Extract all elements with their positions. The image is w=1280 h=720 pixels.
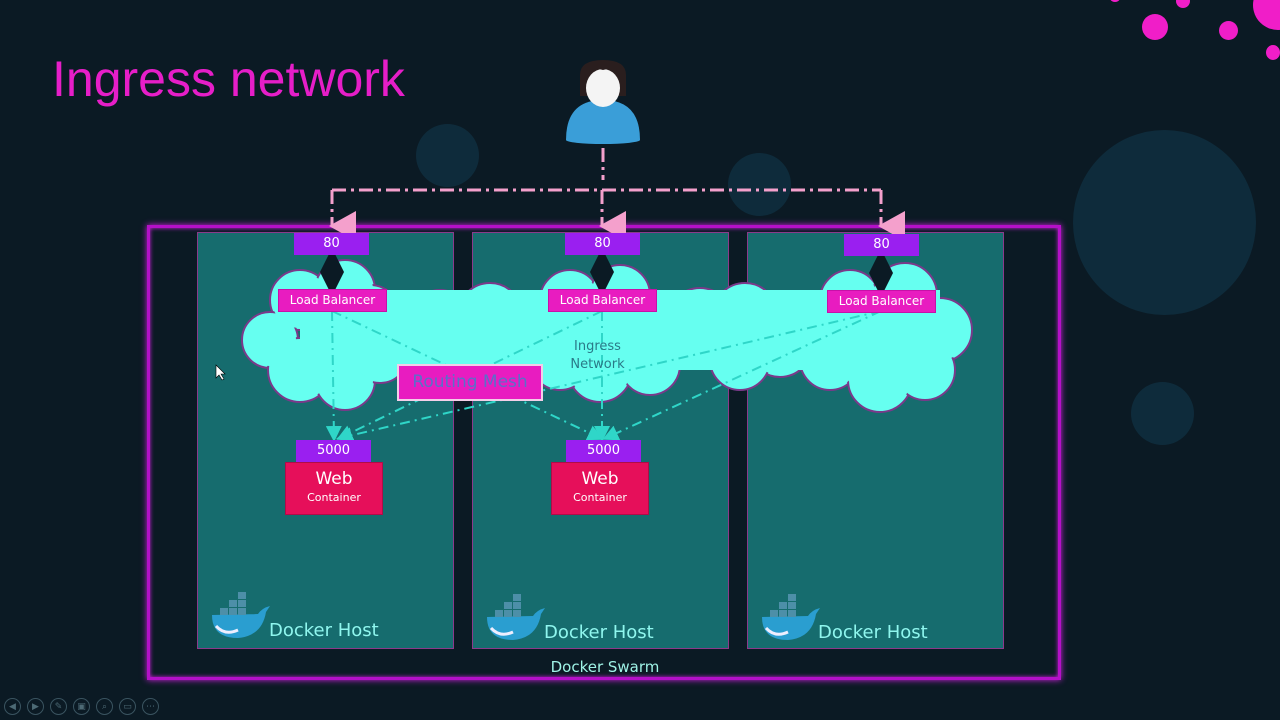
next-slide-icon[interactable]: ▶ xyxy=(27,698,44,715)
load-balancer-host-1: Load Balancer xyxy=(278,289,387,312)
docker-host-label-2: Docker Host xyxy=(544,622,654,643)
pink-dot xyxy=(1110,0,1120,2)
bg-circle xyxy=(1073,130,1256,315)
published-port-host-3: 80 xyxy=(844,234,919,256)
ingress-network-label: Ingress Network xyxy=(560,338,635,374)
user-traffic-lines xyxy=(329,148,905,241)
container-type: Container xyxy=(573,491,627,504)
web-container-host-1: Web Container xyxy=(285,462,383,515)
pink-dot xyxy=(1142,14,1168,40)
pink-dot xyxy=(1266,45,1280,60)
published-port-host-2: 80 xyxy=(565,233,640,255)
docker-whale-icon xyxy=(487,594,545,640)
docker-whale-icon xyxy=(762,594,820,640)
container-port-host-2: 5000 xyxy=(566,440,641,462)
port-lb-arrows xyxy=(320,248,893,297)
docker-host-label-1: Docker Host xyxy=(269,620,379,641)
more-options-icon[interactable]: ⋯ xyxy=(142,698,159,715)
bg-circle xyxy=(416,124,479,187)
pen-icon[interactable]: ✎ xyxy=(50,698,67,715)
routing-mesh-label: Routing Mesh xyxy=(397,364,543,401)
mouse-cursor-icon xyxy=(215,364,226,381)
container-port-host-1: 5000 xyxy=(296,440,371,462)
presentation-toolbar: ◀ ▶ ✎ ▣ ⌕ ▭ ⋯ xyxy=(4,698,159,715)
web-container-host-2: Web Container xyxy=(551,462,649,515)
see-all-slides-icon[interactable]: ▣ xyxy=(73,698,90,715)
container-type: Container xyxy=(307,491,361,504)
load-balancer-host-2: Load Balancer xyxy=(548,289,657,312)
container-name: Web xyxy=(315,469,353,489)
ingress-label-line1: Ingress xyxy=(574,339,621,354)
docker-whale-icon xyxy=(212,592,270,638)
bg-circle xyxy=(728,153,791,216)
load-balancer-host-3: Load Balancer xyxy=(827,290,936,313)
docker-swarm-label: Docker Swarm xyxy=(550,658,660,676)
pink-dot xyxy=(1176,0,1190,8)
subtitles-icon[interactable]: ▭ xyxy=(119,698,136,715)
previous-slide-icon[interactable]: ◀ xyxy=(4,698,21,715)
zoom-icon[interactable]: ⌕ xyxy=(96,698,113,715)
ingress-label-line2: Network xyxy=(570,357,625,372)
container-name: Web xyxy=(581,469,619,489)
slide-title: Ingress network xyxy=(52,51,405,107)
bg-circle xyxy=(1131,382,1194,445)
pink-dot xyxy=(1219,21,1238,40)
docker-host-label-3: Docker Host xyxy=(818,622,928,643)
user-icon xyxy=(566,60,640,144)
published-port-host-1: 80 xyxy=(294,233,369,255)
